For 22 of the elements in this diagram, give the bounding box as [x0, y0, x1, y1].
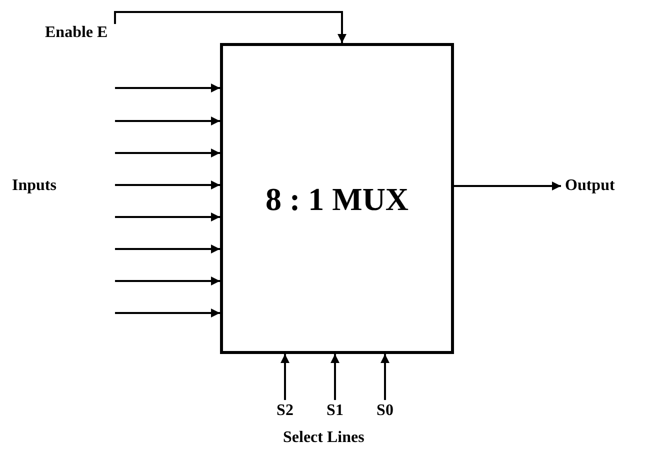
arrow	[114, 11, 346, 43]
arrow	[454, 182, 561, 190]
arrow	[115, 308, 220, 318]
arrow	[115, 212, 220, 222]
arrow	[115, 148, 220, 158]
arrow	[115, 276, 220, 286]
inputs-label: Inputs	[12, 177, 56, 195]
terminal-label: S1	[322, 402, 348, 420]
terminal-label: Enable E	[45, 24, 145, 42]
arrow	[115, 244, 220, 254]
arrow	[115, 180, 220, 190]
arrow	[280, 354, 290, 400]
mux-block	[220, 43, 454, 354]
terminal-label: Output	[565, 177, 645, 195]
select-lines-label: Select Lines	[283, 429, 364, 447]
arrow	[380, 354, 390, 400]
terminal-label: S0	[372, 402, 398, 420]
arrow	[115, 84, 220, 92]
terminal-label: S2	[272, 402, 298, 420]
arrow	[115, 116, 220, 126]
arrow	[330, 354, 340, 400]
block-label: 8 : 1 MUX	[264, 180, 410, 218]
